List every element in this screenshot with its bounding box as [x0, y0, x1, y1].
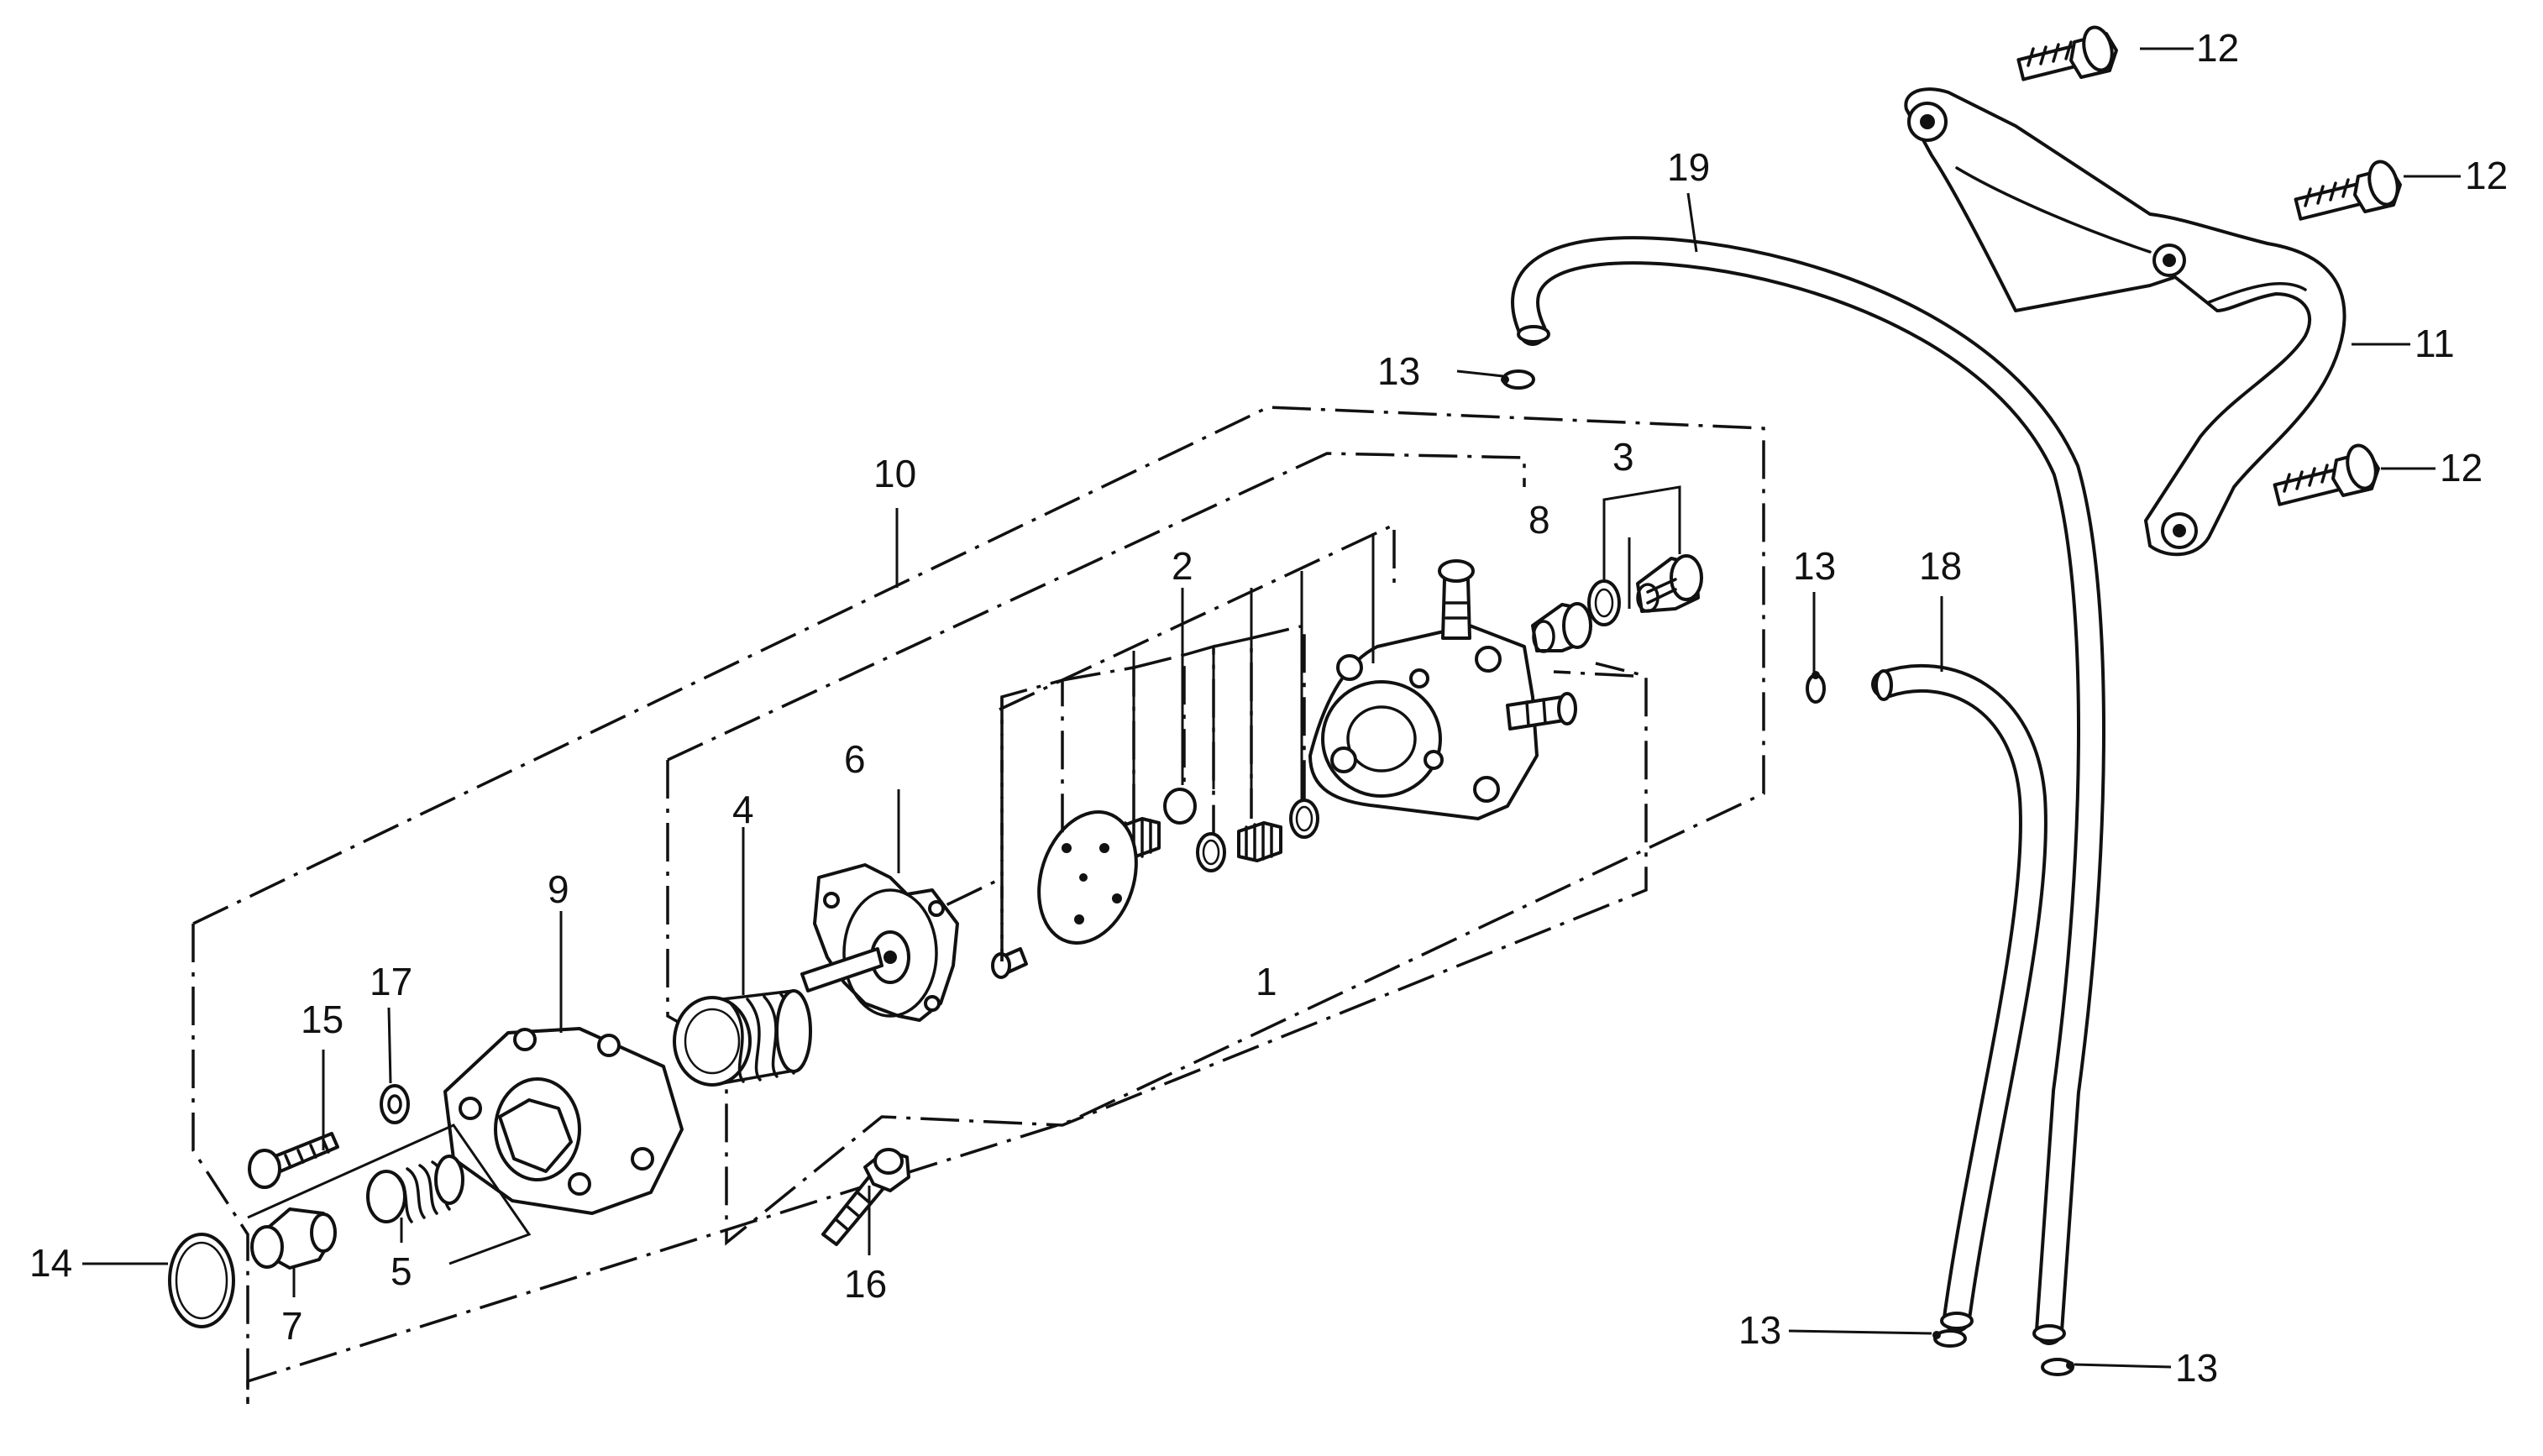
pump-body	[1308, 559, 1577, 820]
spring-4	[673, 989, 812, 1087]
assembly-outline-10	[191, 406, 1765, 1411]
callout-4: 4	[732, 788, 754, 831]
callout-13-middle: 13	[1793, 544, 1836, 588]
clip-13-middle	[1806, 671, 1826, 704]
callout-19: 19	[1667, 145, 1710, 189]
clip-13-top	[1501, 369, 1535, 390]
callout-17: 17	[370, 960, 412, 1003]
bolt-12-middle	[2294, 160, 2402, 221]
part-8-fitting	[1531, 602, 1592, 653]
group-bracket-2	[1132, 533, 1375, 823]
callout-12-top: 12	[2196, 26, 2239, 70]
plug-7	[250, 1207, 337, 1270]
valve-disc	[1163, 788, 1197, 825]
bolt-12-bottom	[2273, 443, 2380, 506]
screw-15	[248, 1132, 339, 1189]
callout-numbers: 1 2 3 4 5 6 7 8 9 10 11 12 12 12 13 13 1…	[29, 26, 2508, 1390]
callout-1: 1	[1256, 960, 1277, 1003]
callout-18: 18	[1919, 544, 1962, 588]
callout-14: 14	[29, 1241, 72, 1285]
callout-10: 10	[873, 452, 916, 495]
leader-lines	[82, 47, 2461, 1369]
small-screw	[991, 947, 1028, 979]
bracket	[1904, 87, 2346, 557]
spring-5	[366, 1155, 464, 1223]
part-3-nut	[1636, 554, 1703, 613]
callout-5: 5	[391, 1249, 412, 1293]
callout-7: 7	[281, 1304, 303, 1348]
callout-11: 11	[2415, 322, 2455, 365]
callout-12-bottom: 12	[2440, 446, 2483, 490]
valve-spring-right	[1237, 821, 1282, 862]
callout-16: 16	[844, 1262, 887, 1306]
clip-13-bottom-left	[1932, 1329, 1967, 1348]
part-3-o-ring	[1587, 579, 1621, 626]
bolt-16	[821, 1148, 910, 1246]
hose-19	[1511, 236, 2105, 1345]
bolt-12-top	[2016, 25, 2118, 81]
valve-plate	[1037, 810, 1138, 945]
callout-13-bottom-left: 13	[1738, 1308, 1781, 1352]
callout-2: 2	[1172, 544, 1193, 588]
callout-15: 15	[301, 998, 343, 1041]
callout-6: 6	[844, 737, 866, 781]
washer-17	[380, 1084, 410, 1124]
diaphragm-6	[800, 863, 959, 1022]
callout-12-middle: 12	[2465, 154, 2508, 197]
group-bracket-5	[247, 1123, 532, 1265]
cover-9	[443, 1027, 684, 1215]
group-bracket-3	[1602, 485, 1681, 579]
callout-13-bottom-right: 13	[2175, 1346, 2218, 1390]
callout-13-top: 13	[1377, 349, 1420, 393]
o-ring-14	[168, 1233, 235, 1328]
callout-3: 3	[1612, 435, 1634, 479]
valve-ring-left	[1196, 832, 1226, 872]
callout-9: 9	[548, 867, 569, 911]
valve-ring-right	[1289, 799, 1319, 839]
clip-13-bottom-right	[2041, 1358, 2074, 1376]
hose-18	[1871, 663, 2048, 1333]
callout-8: 8	[1528, 498, 1550, 542]
